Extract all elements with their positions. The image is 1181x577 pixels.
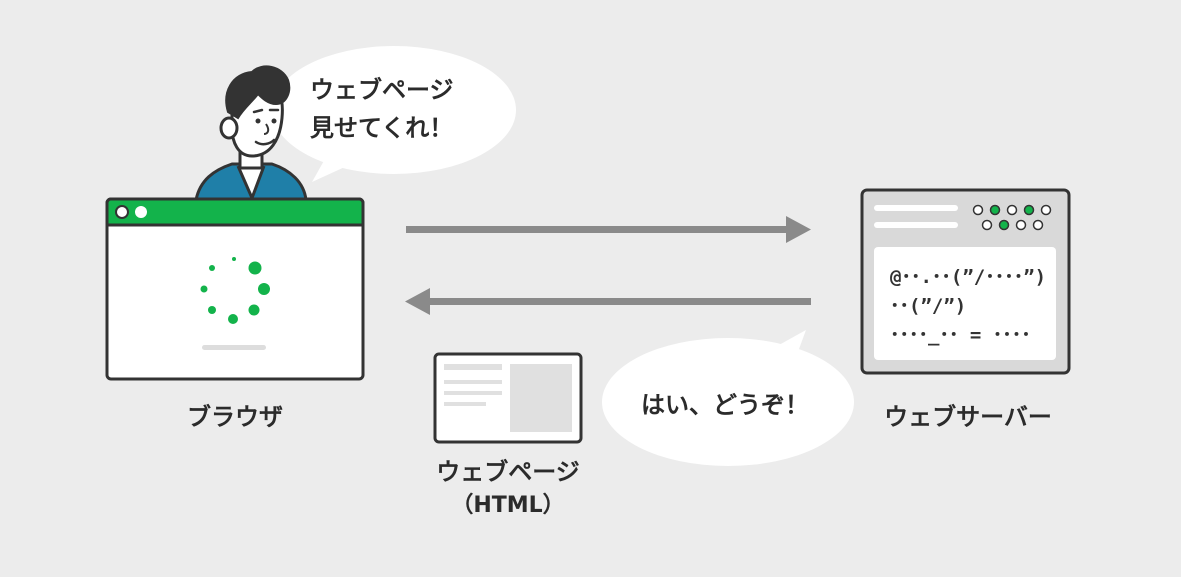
loading-spinner-icon [200, 257, 270, 324]
request-speech-line2: 見せてくれ！ [310, 114, 454, 142]
server-label: ウェブサーバー [884, 403, 1052, 431]
arrow-left-icon [405, 288, 811, 315]
person-icon [194, 65, 308, 202]
server-code-line3: ････_･･ = ････ [890, 324, 1031, 346]
browser-window-icon [105, 197, 365, 381]
request-speech-line1: ウェブページ [310, 76, 454, 104]
document-subtitle-label: （HTML） [451, 493, 565, 518]
server-code-line2: ･･(”/”) [890, 295, 967, 317]
arrow-right-icon [406, 216, 811, 243]
browser-label: ブラウザ [187, 403, 283, 431]
document-title-label: ウェブページ [436, 458, 580, 486]
web-page-document-icon [433, 352, 583, 444]
server-code-line1: @･･.･･(”/････”) [890, 266, 1047, 288]
request-speech-bubble [272, 46, 516, 182]
response-speech-text: はい、どうぞ！ [641, 391, 809, 419]
server-icon [860, 188, 1071, 375]
response-speech-bubble [602, 330, 854, 466]
